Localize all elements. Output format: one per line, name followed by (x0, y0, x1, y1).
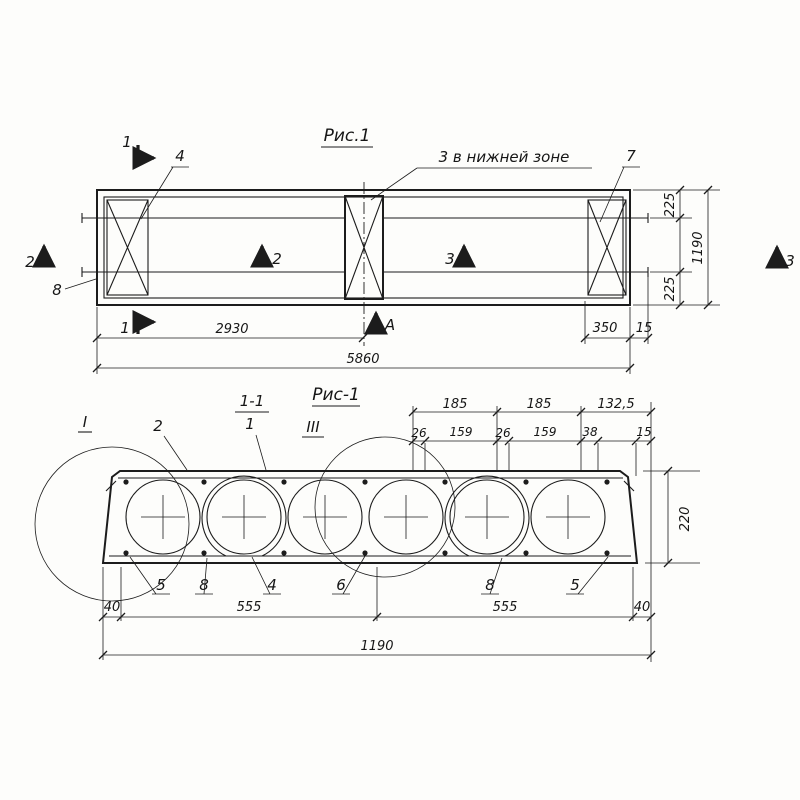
section-callouts: 5 8 4 6 8 5 (129, 555, 609, 595)
detail-circle-i (34, 446, 190, 602)
slab-outline (96, 189, 631, 306)
dim-26-b: 26 (495, 426, 511, 440)
view-mark-a: А (364, 310, 395, 335)
section-mark-label: 1-1 (240, 392, 265, 410)
callout-5-right: 5 (570, 576, 580, 594)
dim-15: 15 (636, 321, 653, 336)
dim-26-a: 26 (411, 426, 427, 440)
detail-i-label: I (83, 413, 88, 431)
dim-185-a: 185 (443, 397, 468, 412)
dim-225-bottom: 225 (663, 277, 678, 302)
callout-4-label: 4 (175, 147, 185, 165)
view-a-label: А (384, 316, 395, 334)
hollow-cores (125, 479, 606, 555)
core-center-marks (141, 495, 590, 539)
figure1-title: Рис.1 (324, 126, 371, 146)
section-mark-2-left: 2 (25, 243, 56, 271)
section-mark-1-top: 1 (122, 133, 157, 170)
reinforcement-bars (81, 213, 649, 277)
rebar-dots (123, 479, 610, 556)
plan-view: Рис.1 1 1 (25, 126, 795, 374)
dim-38: 38 (582, 425, 598, 439)
callout-8-right: 8 (485, 576, 495, 594)
section-2-label-left: 2 (25, 253, 35, 271)
dim-1190-section: 1190 (360, 639, 393, 654)
callout-8-left: 8 (199, 576, 209, 594)
callout-4-section: 4 (267, 576, 277, 594)
section-1-label-top: 1 (122, 133, 132, 151)
dim-225-top: 225 (663, 193, 678, 218)
dim-159-a: 159 (450, 425, 473, 439)
section-heading: 1-1 1 Рис-1 III I 2 (78, 385, 360, 471)
section-dimensions-bottom: 40 555 555 40 1190 (98, 567, 656, 660)
dim-2930: 2930 (215, 322, 248, 337)
section-mark-3-mid: 3 (445, 243, 476, 268)
plan-dimensions-right: 225 225 1190 (633, 185, 720, 310)
mesh-block-right (587, 199, 627, 296)
callout-3-zone-label: 3 в нижней зоне (439, 148, 570, 166)
detail-iii-label: III (306, 418, 320, 436)
dim-40-right: 40 (634, 600, 651, 615)
callout-3-zone: 3 в нижней зоне (370, 148, 592, 201)
section-view: 1-1 1 Рис-1 III I 2 (34, 385, 700, 662)
dim-5860: 5860 (346, 352, 379, 367)
mesh-block-left (106, 199, 149, 296)
section-mark-2-mid: 2 (250, 243, 282, 268)
section-sheet-label: 1 (245, 415, 255, 433)
callout-4: 4 (140, 147, 189, 220)
dim-40-left: 40 (104, 600, 121, 615)
callout-7: 7 (599, 147, 640, 223)
section-profile (101, 470, 639, 564)
section-2-label-mid: 2 (272, 250, 282, 268)
section-3-label-right: 3 (785, 252, 795, 270)
section-mark-3-right: 3 (765, 244, 795, 270)
dim-555-a: 555 (237, 600, 262, 615)
section-inner-lines (109, 477, 631, 557)
figure1-section-title: Рис-1 (312, 385, 360, 405)
callout-5-left: 5 (156, 576, 166, 594)
stirrup-loops (201, 475, 530, 557)
callout-8: 8 (52, 278, 97, 299)
end-chamfer-lines (105, 480, 635, 492)
dim-132-5: 132,5 (597, 397, 634, 412)
callout-7-label: 7 (626, 147, 636, 165)
dim-350: 350 (593, 321, 618, 336)
section-3-label-mid: 3 (445, 250, 455, 268)
dim-159-b: 159 (534, 425, 557, 439)
section-mark-1-bottom: 1 (120, 310, 157, 337)
dim-1190-plan: 1190 (691, 231, 706, 264)
callout-8-label: 8 (52, 281, 62, 299)
section-dimensions-top: 185 185 132,5 26 159 26 159 38 15 (408, 397, 656, 662)
plan-dimensions-bottom: 2930 350 15 5860 (92, 277, 653, 374)
detail-circle-iii (314, 436, 456, 578)
dim-220: 220 (678, 507, 693, 532)
callout-2-label: 2 (153, 417, 163, 435)
section-1-label-bottom: 1 (120, 319, 130, 337)
callout-6: 6 (336, 576, 346, 594)
section-dimension-height: 220 (643, 466, 700, 568)
dim-15-section: 15 (636, 425, 651, 439)
callout-2-section: 2 (153, 417, 188, 471)
dim-555-b: 555 (493, 600, 518, 615)
dim-185-b: 185 (527, 397, 552, 412)
